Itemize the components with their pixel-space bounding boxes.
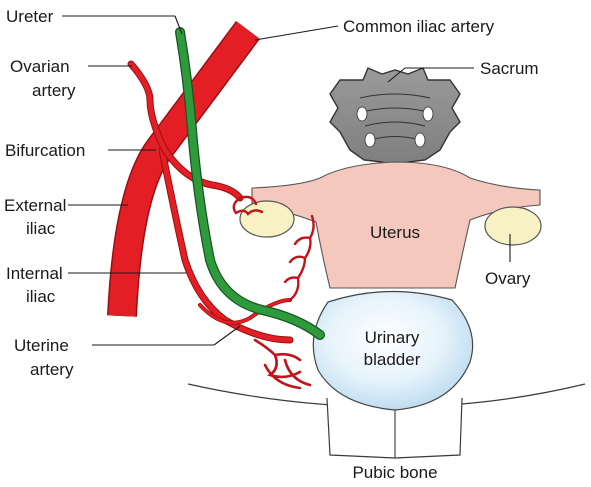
label-ovary: Ovary	[485, 269, 531, 288]
label-uterine-artery-1: Uterine	[14, 336, 69, 355]
label-external-iliac-2: iliac	[26, 219, 56, 238]
label-pubic-bone: Pubic bone	[352, 463, 437, 482]
label-urinary-bladder-2: bladder	[364, 350, 421, 369]
uterus	[251, 161, 541, 289]
label-external-iliac-1: External	[4, 196, 66, 215]
vesical-branches	[253, 338, 312, 390]
arteries	[107, 21, 315, 390]
label-ovarian-artery-1: Ovarian	[10, 57, 70, 76]
label-ureter: Ureter	[6, 7, 54, 26]
left-ovary	[239, 200, 295, 238]
uterine-ascending-branches	[283, 214, 315, 302]
right-ovary	[484, 206, 542, 246]
urinary-bladder	[312, 290, 474, 411]
label-ovarian-artery-2: artery	[32, 81, 76, 100]
label-urinary-bladder-1: Urinary	[365, 328, 420, 347]
sacrum	[329, 67, 461, 168]
leader-lines	[62, 15, 511, 346]
label-internal-iliac-2: iliac	[26, 287, 56, 306]
label-uterus: Uterus	[370, 223, 420, 242]
label-internal-iliac-1: Internal	[6, 264, 63, 283]
label-bifurcation: Bifurcation	[5, 141, 85, 160]
label-sacrum: Sacrum	[480, 59, 539, 78]
ovarian-branches	[232, 195, 264, 216]
label-common-iliac-artery: Common iliac artery	[343, 17, 495, 36]
label-uterine-artery-2: artery	[30, 360, 74, 379]
